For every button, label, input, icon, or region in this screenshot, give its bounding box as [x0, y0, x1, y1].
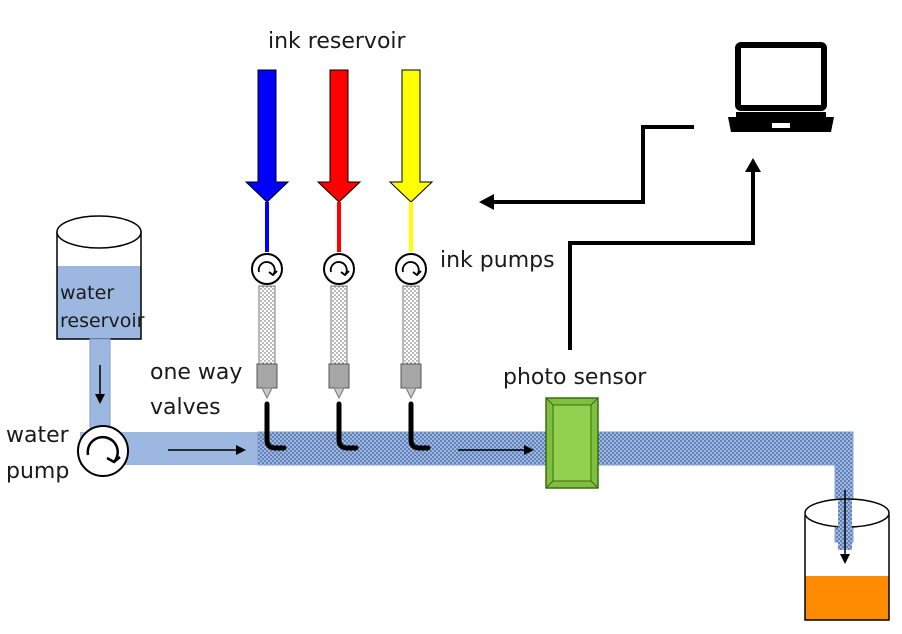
yellow-ink-tube — [402, 285, 420, 367]
main-pipe-dotted — [257, 431, 854, 543]
control-signal-line — [494, 125, 694, 204]
laptop-icon — [728, 42, 834, 132]
red-ink-pump — [323, 253, 355, 285]
red-ink-arrow — [316, 69, 362, 203]
red-ink-line — [337, 202, 341, 252]
rotation-arrow-icon — [257, 261, 276, 276]
one-way-valves-label-2: valves — [150, 395, 221, 420]
red-valve — [328, 363, 359, 451]
blue-ink-arrow — [244, 69, 290, 203]
rotation-arrow-icon — [401, 261, 420, 276]
rotation-arrow-icon — [86, 435, 119, 463]
blue-ink-line — [265, 202, 269, 252]
photo-sensor-label: photo sensor — [503, 365, 647, 390]
yellow-valve — [400, 363, 431, 451]
ink-reservoir-label: ink reservoir — [268, 29, 407, 54]
red-ink-tube — [330, 285, 348, 367]
water-reservoir-body — [57, 266, 141, 339]
water-reservoir-label-2: reservoir — [60, 310, 145, 332]
water-pump — [77, 425, 129, 477]
yellow-ink-pump — [395, 253, 427, 285]
sensor-signal-arrowhead — [745, 158, 761, 172]
rotation-arrow-icon — [329, 261, 348, 276]
collected-ink — [805, 576, 889, 620]
one-way-valves-label: one way — [150, 360, 242, 385]
ink-reservoir-arrows — [244, 69, 434, 203]
water-reservoir-label: water — [60, 282, 114, 304]
yellow-ink-line — [409, 202, 413, 252]
ink-pumps — [251, 253, 427, 285]
ink-pumps-label: ink pumps — [440, 248, 555, 273]
blue-ink-pump — [251, 253, 283, 285]
blue-valve — [256, 363, 287, 451]
blue-ink-tube — [258, 285, 276, 367]
water-reservoir — [56, 215, 142, 340]
one-way-valves — [256, 363, 431, 451]
water-pump-label-2: pump — [6, 459, 69, 484]
control-signal-arrowhead — [479, 194, 494, 210]
yellow-ink-arrow — [388, 69, 434, 203]
water-pump-label: water — [6, 423, 70, 448]
water-reservoir-top — [56, 215, 142, 249]
photo-sensor — [545, 397, 599, 489]
sensor-signal-line — [568, 172, 755, 350]
